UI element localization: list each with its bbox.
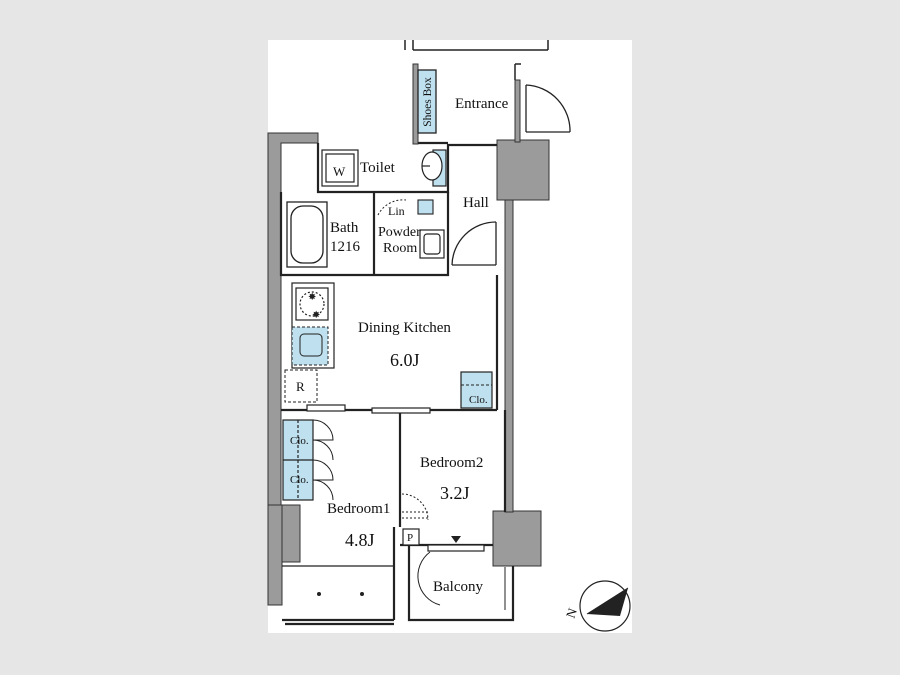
svg-text:✸: ✸ — [312, 310, 320, 321]
entrance-wall-left — [412, 63, 419, 145]
toilet-label: Toilet — [360, 160, 396, 176]
dk-sliding-partition — [306, 404, 431, 414]
powder-room-label-2: Room — [383, 241, 417, 256]
bedroom1-closet-label-a: Clo. — [290, 435, 309, 447]
bedroom1-size: 4.8J — [345, 530, 375, 550]
toilet-fixture — [421, 149, 447, 187]
bedroom2-door-shelf — [402, 511, 428, 519]
bedroom1-window-marks — [317, 592, 364, 596]
powder-door-swing[interactable] — [377, 199, 407, 216]
bedroom2-label: Bedroom2 — [420, 455, 483, 471]
column-ne — [496, 139, 550, 201]
kitchen-sink — [291, 326, 329, 366]
west-wall-lower — [267, 504, 283, 606]
shoes-box-label: Shoes Box — [422, 77, 434, 127]
svg-text:✸: ✸ — [308, 292, 316, 303]
interior-walls — [279, 141, 515, 626]
shoes-box — [417, 69, 437, 134]
washer-unit — [321, 149, 359, 187]
east-wall-strip — [504, 199, 514, 513]
fridge-space — [284, 369, 318, 403]
bath-label: Bath — [330, 220, 359, 236]
balcony-door-arrow — [451, 536, 461, 543]
dk-closet-label: Clo. — [469, 394, 488, 406]
balcony-label: Balcony — [433, 579, 483, 595]
hall-door[interactable] — [451, 221, 497, 266]
dining-kitchen-label: Dining Kitchen — [358, 320, 451, 336]
bathtub — [286, 201, 328, 268]
powder-room-label-1: Powder — [378, 225, 421, 240]
compass: N — [563, 580, 631, 632]
hall-label: Hall — [463, 195, 489, 211]
fridge-label: R — [296, 379, 305, 394]
balcony-outdoor-unit — [417, 551, 441, 606]
column-se — [492, 510, 542, 567]
bedroom1-label: Bedroom1 — [327, 501, 390, 517]
neighbor-unit-outline — [404, 40, 549, 80]
bedroom1-closets — [282, 419, 314, 501]
entrance-label: Entrance — [455, 96, 509, 112]
washer-label: W — [333, 164, 346, 179]
bedroom2-door-swing[interactable] — [401, 493, 429, 521]
sink-bowl — [299, 333, 323, 357]
bedroom2-size: 3.2J — [440, 483, 470, 503]
pipe-space — [402, 528, 420, 546]
linen-label: Lin — [388, 204, 405, 218]
pipe-space-label: P — [407, 532, 413, 544]
bedroom1-closet-label-b: Clo. — [290, 474, 309, 486]
entrance-door[interactable] — [525, 84, 571, 133]
dining-kitchen-size: 6.0J — [390, 350, 420, 370]
balcony-door[interactable] — [427, 544, 485, 552]
washbasin — [419, 229, 445, 259]
entrance-wall-right — [514, 79, 521, 143]
linen-shelf — [417, 199, 434, 215]
stove-burners: ✸ ✸ — [308, 292, 320, 321]
bedroom1-closet-doors[interactable] — [312, 419, 334, 501]
dk-closet — [460, 371, 493, 409]
bath-size-label: 1216 — [330, 239, 361, 255]
